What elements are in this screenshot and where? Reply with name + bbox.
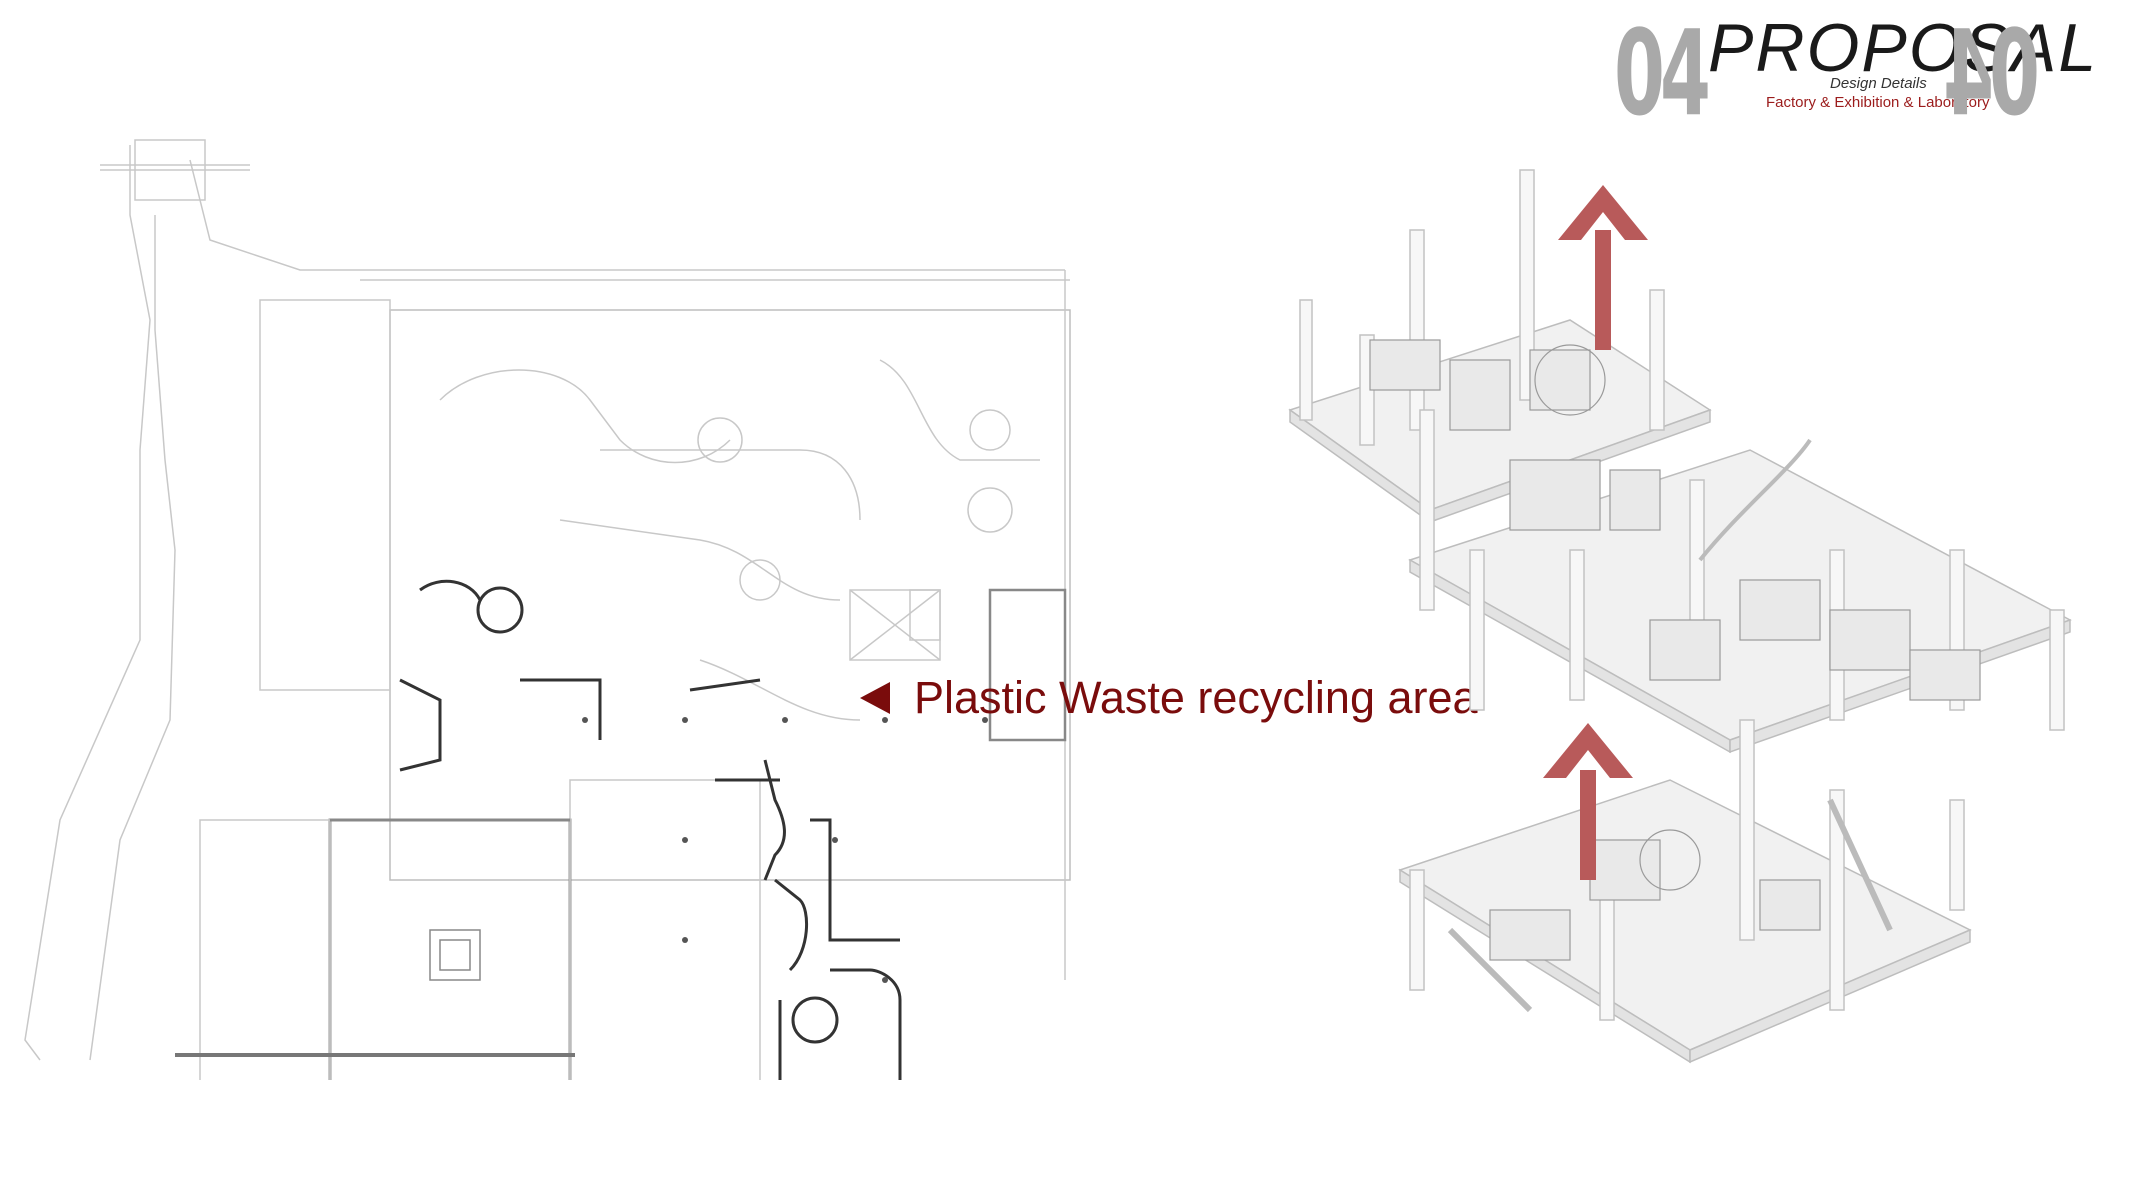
axonometric-drawing [1288, 169, 2072, 1064]
page-title: PROPOSAL [1708, 10, 2099, 86]
section-number-mirrored: 04 [1948, 4, 2040, 142]
section-number: 04 [1614, 4, 1711, 142]
pointer-arrow-icon [860, 682, 890, 714]
floor-plan-drawing [24, 139, 1071, 1080]
page-subtitle-2: Factory & Exhibition & Laboratory [1766, 94, 1990, 111]
page-subtitle: Design Details [1830, 75, 1927, 92]
recycling-area-annotation: Plastic Waste recycling area [860, 672, 1478, 724]
recycling-area-label: Plastic Waste recycling area [914, 672, 1478, 723]
